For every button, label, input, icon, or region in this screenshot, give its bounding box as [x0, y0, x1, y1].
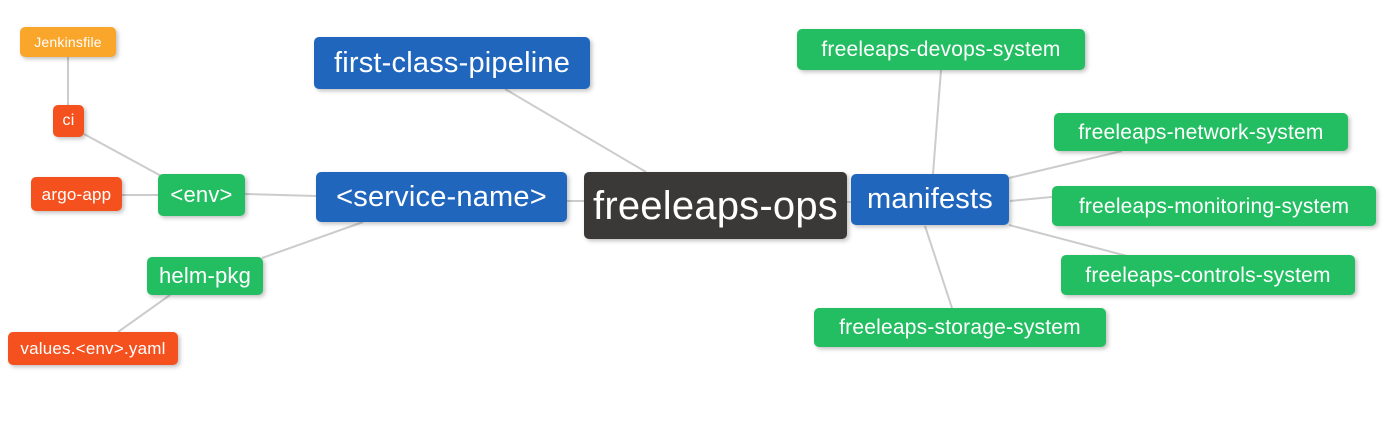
edge-ci--env — [83, 133, 164, 178]
node-service-name[interactable]: <service-name> — [316, 172, 567, 222]
edge-first-class-pipeline--freeleaps-ops — [504, 88, 647, 173]
edge-manifests--freeleaps-storage-system — [924, 225, 953, 309]
node-env[interactable]: <env> — [158, 174, 245, 216]
node-jenkinsfile[interactable]: Jenkinsfile — [20, 27, 116, 57]
node-helm-pkg[interactable]: helm-pkg — [147, 257, 263, 295]
edge-env--service-name — [244, 193, 317, 197]
node-argo-app[interactable]: argo-app — [31, 177, 122, 211]
edge-manifests--freeleaps-devops-system — [932, 69, 942, 175]
edge-helm-pkg--service-name — [261, 221, 364, 259]
edge-manifests--freeleaps-network-system — [1008, 150, 1123, 179]
node-freeleaps-network-system[interactable]: freeleaps-network-system — [1054, 113, 1348, 151]
node-values-env-yaml[interactable]: values.<env>.yaml — [8, 332, 178, 365]
node-freeleaps-controls-system[interactable]: freeleaps-controls-system — [1061, 255, 1355, 295]
node-freeleaps-devops-system[interactable]: freeleaps-devops-system — [797, 29, 1085, 70]
node-freeleaps-monitoring-system[interactable]: freeleaps-monitoring-system — [1052, 186, 1376, 226]
node-ci[interactable]: ci — [53, 105, 84, 137]
edge-values-env-yaml--helm-pkg — [117, 294, 171, 333]
edge-manifests--freeleaps-controls-system — [1008, 224, 1128, 257]
node-manifests[interactable]: manifests — [851, 174, 1009, 225]
node-freeleaps-ops[interactable]: freeleaps-ops — [584, 172, 847, 239]
node-freeleaps-storage-system[interactable]: freeleaps-storage-system — [814, 308, 1106, 347]
node-first-class-pipeline[interactable]: first-class-pipeline — [314, 37, 590, 89]
edge-manifests--freeleaps-monitoring-system — [1009, 196, 1053, 202]
